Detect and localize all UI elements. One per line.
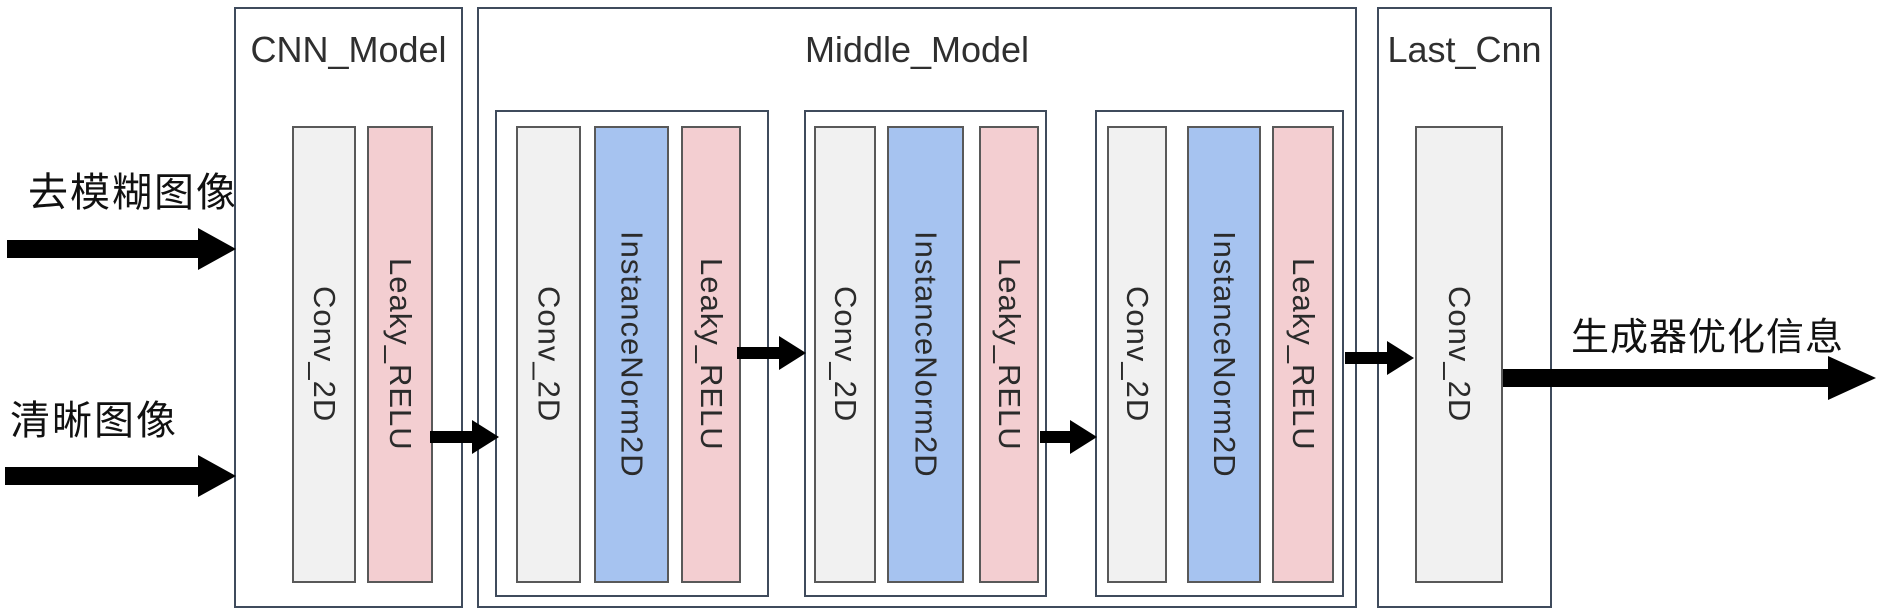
middle3-instancenorm-bar: InstanceNorm2D (1187, 126, 1261, 583)
middle2-instancenorm-bar: InstanceNorm2D (887, 126, 964, 583)
last-cnn-box: Last_Cnn Conv_2D (1377, 7, 1552, 608)
output-label-generator-optimization-info: 生成器优化信息 (1571, 317, 1845, 359)
last-conv2d-label: Conv_2D (1442, 286, 1477, 423)
middle2-conv2d-bar: Conv_2D (814, 126, 876, 583)
cnn-leaky-relu-label: Leaky_RELU (383, 258, 418, 451)
middle2-conv2d-label: Conv_2D (828, 286, 863, 423)
middle-block-3: Conv_2D InstanceNorm2D Leaky_RELU (1095, 110, 1344, 597)
middle1-instancenorm-label: InstanceNorm2D (614, 231, 650, 478)
cnn-leaky-relu-bar: Leaky_RELU (367, 126, 433, 583)
middle3-leaky-relu-bar: Leaky_RELU (1272, 126, 1334, 583)
input-arrow-sharp-icon (5, 455, 236, 497)
middle1-leaky-relu-label: Leaky_RELU (694, 258, 729, 451)
last-cnn-title: Last_Cnn (1387, 29, 1542, 70)
middle-model-box: Middle_Model Conv_2D InstanceNorm2D Leak… (477, 7, 1357, 608)
middle3-instancenorm-label: InstanceNorm2D (1207, 231, 1242, 478)
middle1-leaky-relu-bar: Leaky_RELU (681, 126, 741, 583)
middle-block-2: Conv_2D InstanceNorm2D Leaky_RELU (804, 110, 1047, 597)
middle2-instancenorm-label: InstanceNorm2D (908, 231, 944, 478)
middle3-leaky-relu-label: Leaky_RELU (1286, 258, 1321, 451)
last-conv2d-bar: Conv_2D (1415, 126, 1503, 583)
middle-block-1: Conv_2D InstanceNorm2D Leaky_RELU (495, 110, 769, 597)
middle2-leaky-relu-label: Leaky_RELU (992, 258, 1027, 451)
input-label-sharp-image: 清晰图像 (10, 399, 178, 443)
cnn-model-box: CNN_Model Conv_2D Leaky_RELU (234, 7, 463, 608)
middle3-conv2d-bar: Conv_2D (1107, 126, 1167, 583)
cnn-model-title: CNN_Model (250, 29, 447, 70)
middle3-conv2d-label: Conv_2D (1120, 286, 1155, 423)
middle1-conv2d-label: Conv_2D (531, 286, 567, 423)
output-arrow-icon (1503, 356, 1876, 400)
middle-model-title: Middle_Model (804, 29, 1030, 70)
input-arrow-deblurred-icon (7, 228, 236, 270)
middle2-leaky-relu-bar: Leaky_RELU (979, 126, 1039, 583)
middle1-instancenorm-bar: InstanceNorm2D (594, 126, 669, 583)
input-label-deblurred-image: 去模糊图像 (28, 171, 238, 215)
middle1-conv2d-bar: Conv_2D (516, 126, 581, 583)
cnn-conv2d-bar: Conv_2D (292, 126, 356, 583)
cnn-conv2d-label: Conv_2D (307, 286, 342, 423)
